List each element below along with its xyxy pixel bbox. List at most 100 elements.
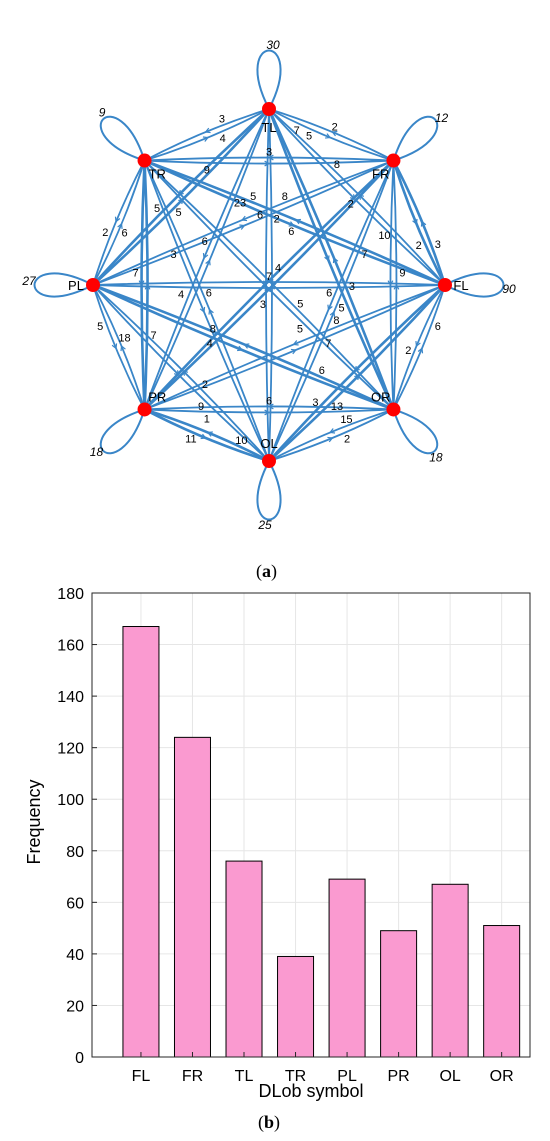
edge-count-label: 6	[319, 365, 325, 377]
bar-pr	[380, 930, 418, 1058]
bar-fr	[173, 736, 211, 1058]
edge-arrowhead	[173, 370, 180, 377]
self-loop-ol	[256, 460, 282, 521]
bar-tr	[277, 955, 315, 1058]
node-tr	[137, 153, 152, 168]
x-tick-label: OL	[439, 1068, 460, 1085]
self-loop-fl	[444, 272, 505, 298]
edge-arrowhead	[205, 259, 211, 266]
node-fl	[438, 278, 452, 292]
edge-arrowhead	[412, 218, 418, 226]
y-tick-label: 20	[66, 998, 84, 1015]
edge-arrowhead	[243, 343, 250, 349]
edge-count-label: 5	[97, 321, 103, 333]
edge-arrowhead	[117, 222, 123, 229]
node-label-fl: FL	[453, 278, 468, 293]
edge-count-label: 4	[207, 338, 213, 350]
edge-count-label: 2	[332, 121, 338, 133]
self-loop-fr	[392, 115, 439, 162]
edge-count-label: 7	[325, 338, 331, 350]
edge-count-label: 7	[361, 249, 367, 261]
edge-count-label: 2	[344, 433, 350, 445]
y-tick-label: 0	[75, 1050, 84, 1067]
edge-count-label: 6	[288, 226, 294, 238]
edge-count-label: 10	[378, 230, 390, 242]
edge-pr-fr	[143, 159, 395, 411]
node-label-tl: TL	[261, 120, 276, 135]
edge-count-label: 6	[206, 287, 212, 299]
edge-arrowhead	[182, 369, 189, 376]
self-loop-pl	[33, 272, 94, 298]
edge-arrowhead	[288, 221, 295, 227]
edge-count-label: 8	[334, 159, 340, 171]
bar-fl	[122, 626, 160, 1058]
edge-count-label: 5	[306, 130, 312, 142]
node-or	[386, 402, 401, 417]
edge-arrowhead	[177, 189, 184, 196]
edge-arrowhead	[200, 433, 207, 440]
self-loop-count-tr: 9	[99, 105, 106, 119]
edge-count-label: 9	[399, 268, 405, 280]
bar-or	[483, 925, 521, 1058]
node-label-pr: PR	[148, 390, 166, 405]
edge-arrowhead	[204, 127, 211, 134]
edge-count-label: 6	[435, 321, 441, 333]
y-tick-label: 160	[57, 638, 84, 655]
edge-ol-or	[268, 408, 394, 462]
edge-count-label: 2	[202, 379, 208, 391]
self-loop-count-ol: 25	[257, 518, 272, 532]
edge-count-label: 3	[312, 397, 318, 409]
edge-count-label: 2	[274, 214, 280, 226]
edge-count-label: 5	[339, 303, 345, 315]
edge-arrowhead	[328, 428, 336, 434]
y-tick-label: 140	[57, 689, 84, 706]
edge-arrowhead	[327, 304, 333, 311]
edge-or-fl	[392, 284, 446, 410]
edge-count-label: 18	[118, 333, 130, 345]
self-loop-pr	[99, 408, 146, 455]
node-label-or: OR	[371, 390, 391, 405]
edge-count-label: 7	[294, 125, 300, 137]
edge-arrowhead	[292, 340, 299, 346]
edge-count-label: 10	[235, 435, 247, 447]
edge-arrowhead	[294, 218, 301, 225]
edge-arrowhead	[120, 344, 126, 352]
edge-count-label: 9	[198, 401, 204, 413]
edge-count-label: 5	[250, 191, 256, 203]
node-label-tr: TR	[149, 166, 166, 181]
edge-arrowhead	[114, 216, 121, 223]
edge-count-label: 3	[435, 239, 441, 251]
edge-tr-pl	[92, 160, 146, 286]
self-loop-count-or: 18	[429, 451, 443, 465]
edge-pl-tr	[92, 160, 146, 286]
edge-arrowhead	[417, 347, 424, 354]
edge-count-label: 2	[348, 198, 354, 210]
edge-arrowhead	[111, 343, 118, 350]
edge-count-label: 8	[282, 191, 288, 203]
node-label-ol: OL	[260, 436, 277, 451]
edge-arrowhead	[208, 308, 214, 315]
edge-arrowhead	[202, 136, 210, 142]
edge-count-label: 4	[220, 133, 226, 145]
node-tl	[262, 102, 276, 116]
edge-count-label: 7	[150, 330, 156, 342]
edge-arrowhead	[358, 193, 365, 200]
self-loop-or	[392, 408, 439, 455]
edge-arrowhead	[261, 282, 268, 289]
x-tick-label: PL	[337, 1068, 357, 1085]
node-ol	[262, 454, 276, 468]
x-tick-label: FR	[182, 1068, 203, 1085]
edge-count-label: 5	[154, 203, 160, 215]
edge-count-label: 3	[219, 114, 225, 126]
edge-count-label: 8	[210, 323, 216, 335]
edge-or-tr	[143, 159, 395, 411]
y-tick-label: 120	[57, 741, 84, 758]
edge-count-label: 8	[333, 315, 339, 327]
y-tick-label: 40	[66, 947, 84, 964]
edge-arrowhead	[240, 215, 248, 222]
node-pl	[86, 278, 100, 292]
